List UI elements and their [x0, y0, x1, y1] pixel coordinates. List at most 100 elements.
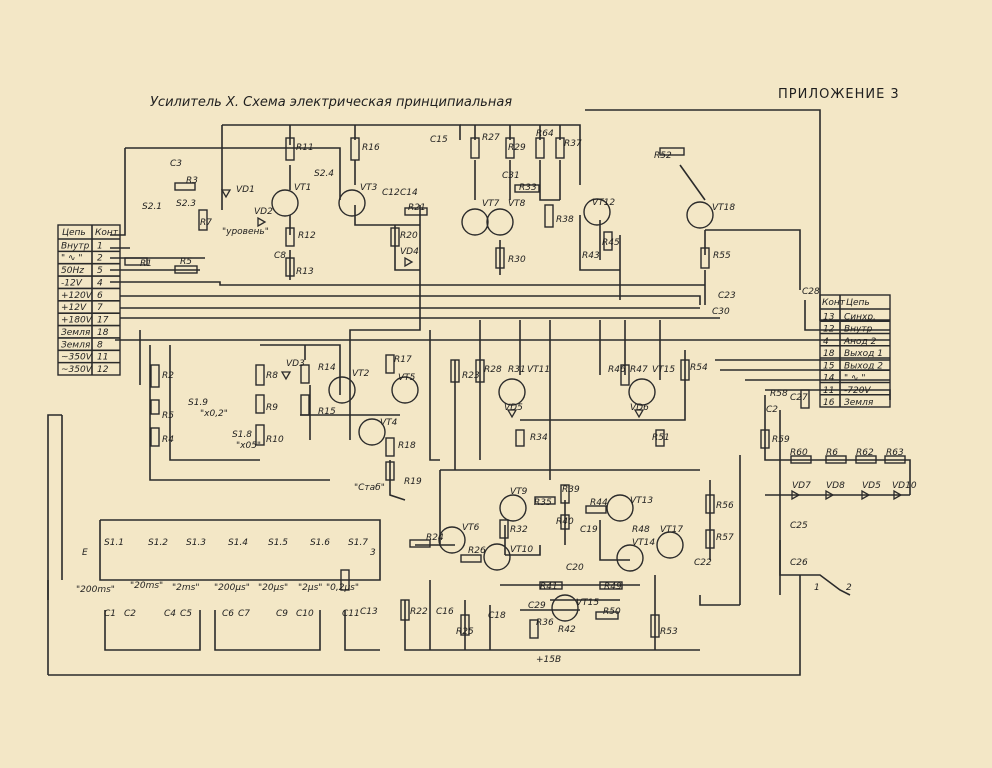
svg-text:R26: R26: [468, 546, 486, 556]
svg-text:R63: R63: [886, 448, 904, 458]
connector-circuit-name: Внутр: [844, 325, 873, 335]
svg-text:R44: R44: [590, 498, 608, 508]
timebase-2us: "2μs": [298, 583, 322, 593]
svg-text:R49: R49: [604, 582, 622, 592]
svg-text:R54: R54: [690, 363, 708, 373]
connector-circuit-name: Выход 1: [844, 349, 883, 359]
connector-circuit-name: " ∿ ": [61, 254, 83, 264]
connector-contact-number: 18: [823, 349, 835, 359]
right-connector-row: 4 Анод 2: [820, 337, 890, 347]
svg-text:R47: R47: [630, 365, 648, 375]
svg-text:R15: R15: [318, 407, 336, 417]
svg-text:R22: R22: [410, 607, 428, 617]
connector-circuit-name: Синхр.: [844, 312, 876, 322]
component-symbols: [124, 137, 906, 639]
svg-text:R33: R33: [519, 183, 537, 193]
connector-contact-number: 12: [823, 325, 835, 335]
svg-text:R62: R62: [856, 448, 874, 458]
svg-text:R2: R2: [162, 371, 174, 381]
switch-label-3: S1.3: [186, 538, 206, 548]
svg-text:VT17: VT17: [660, 525, 683, 535]
svg-text:R40: R40: [556, 517, 574, 527]
timebase-2ms: "2ms": [172, 583, 199, 593]
svg-text:R24: R24: [426, 533, 444, 543]
svg-text:VD7: VD7: [792, 481, 811, 491]
switch-labels: S1.1 S1.2 S1.3 S1.4 S1.5 S1.6 S1.7 Е 3: [82, 538, 376, 558]
svg-text:VT12: VT12: [592, 198, 615, 208]
connector-circuit-name: +180V: [61, 316, 93, 326]
svg-text:R4: R4: [162, 435, 174, 445]
timebase-20ms: "20ms": [130, 581, 163, 591]
connector-contact-number: 6: [97, 291, 103, 301]
svg-text:C30: C30: [712, 307, 730, 317]
connector-circuit-name: Внутр: [61, 241, 90, 251]
svg-text:R64: R64: [536, 129, 554, 139]
svg-text:R51: R51: [652, 433, 670, 443]
svg-text:VD4: VD4: [400, 247, 419, 257]
connector-contact-number: 4: [823, 337, 829, 347]
connector-contact-number: 1: [97, 241, 103, 251]
svg-text:R5: R5: [162, 411, 174, 421]
svg-text:C6: C6: [222, 609, 234, 619]
stab-label: "Стаб": [354, 483, 385, 493]
switch-label-7: S1.7: [348, 538, 368, 548]
svg-text:R32: R32: [510, 525, 528, 535]
svg-text:C2: C2: [124, 609, 136, 619]
svg-text:R37: R37: [564, 139, 582, 149]
svg-text:R10: R10: [266, 435, 284, 445]
svg-text:VT6: VT6: [462, 523, 480, 533]
svg-text:C26: C26: [790, 558, 808, 568]
connector-circuit-name: ~350V: [61, 365, 93, 375]
svg-text:R3: R3: [186, 176, 198, 186]
svg-text:VT1: VT1: [294, 183, 311, 193]
svg-text:VD6: VD6: [630, 403, 649, 413]
svg-text:VT3: VT3: [360, 183, 378, 193]
svg-text:R6: R6: [826, 448, 838, 458]
svg-text:S1.8: S1.8: [232, 430, 252, 440]
svg-text:C12: C12: [382, 188, 400, 198]
svg-text:VT5: VT5: [398, 373, 416, 383]
svg-text:R58: R58: [770, 389, 788, 399]
svg-text:R35: R35: [534, 498, 552, 508]
connector-circuit-name: 50Hz: [61, 266, 84, 276]
diode-symbols: [220, 189, 903, 501]
svg-text:C11: C11: [342, 609, 360, 619]
right-connector-header-contact: Конт: [822, 298, 846, 308]
svg-text:VT18: VT18: [712, 203, 735, 213]
diagram-title: Усилитель Х. Схема электрическая принцип…: [150, 95, 512, 110]
svg-text:R9: R9: [266, 403, 278, 413]
svg-text:R39: R39: [562, 485, 580, 495]
svg-text:VT4: VT4: [380, 418, 398, 428]
connector-circuit-name: Анод 2: [843, 337, 877, 347]
connector-contact-number: 4: [97, 278, 103, 288]
level-label: "уровень": [222, 227, 269, 237]
left-connector-header-circuit: Цепь: [62, 228, 86, 238]
connector-contact-number: 18: [97, 328, 109, 338]
svg-text:C13: C13: [360, 607, 378, 617]
svg-text:R25: R25: [456, 627, 474, 637]
plus15-label: +15В: [536, 655, 561, 665]
svg-text:R12: R12: [298, 231, 316, 241]
svg-text:C7: C7: [238, 609, 250, 619]
connector-circuit-name: Выход 2: [844, 361, 883, 371]
svg-text:VD3: VD3: [286, 359, 305, 369]
connector-contact-number: 8: [97, 340, 103, 350]
svg-text:VT10: VT10: [510, 545, 533, 555]
connector-contact-number: 15: [823, 361, 835, 371]
svg-text:C20: C20: [566, 563, 584, 573]
timebase-20us: "20μs": [258, 583, 288, 593]
svg-text:C19: C19: [580, 525, 598, 535]
svg-text:VD5: VD5: [862, 481, 881, 491]
svg-text:C3: C3: [170, 159, 182, 169]
switch-label-2: S1.2: [148, 538, 168, 548]
svg-text:C28: C28: [802, 287, 820, 297]
svg-text:R14: R14: [318, 363, 336, 373]
svg-text:C9: C9: [276, 609, 288, 619]
svg-text:R13: R13: [296, 267, 314, 277]
timebase-200us: "200μs": [214, 583, 250, 593]
